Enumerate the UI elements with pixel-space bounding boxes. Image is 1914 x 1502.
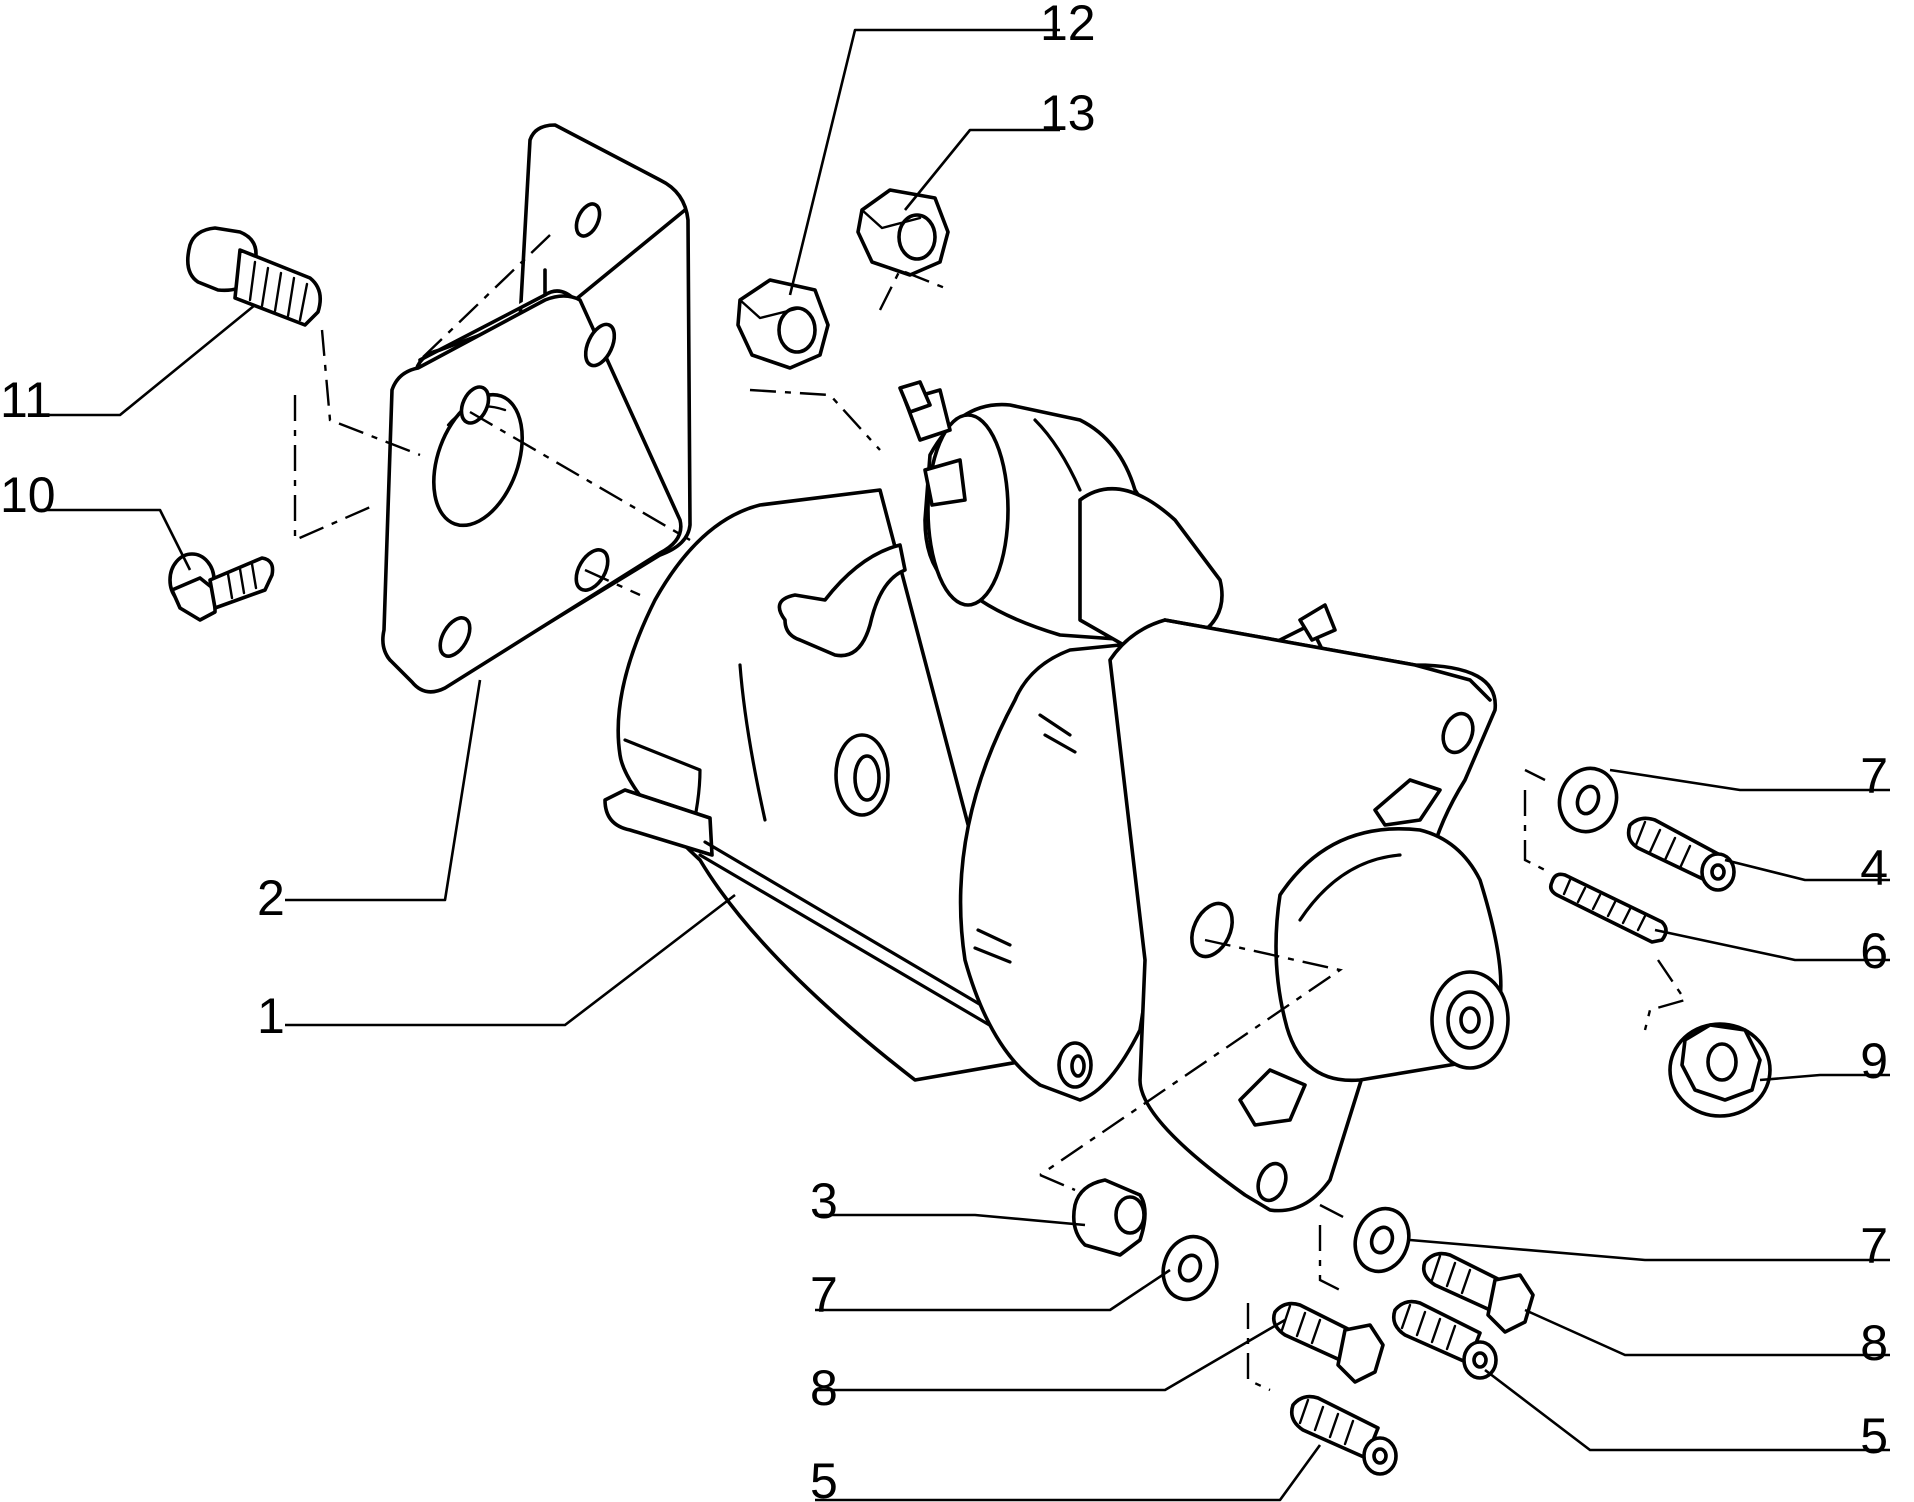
washer-7-upper [1557, 766, 1619, 834]
callout-10: 10 [0, 467, 56, 523]
callout-5-right: 5 [1860, 1408, 1888, 1464]
mounting-bracket [381, 123, 692, 694]
callout-6: 6 [1860, 923, 1888, 979]
callout-2: 2 [257, 870, 285, 926]
callout-4: 4 [1860, 840, 1888, 896]
callout-5-bottom: 5 [810, 1453, 838, 1502]
alignment-lines [293, 234, 1687, 1392]
hex-bolt-8-right [1421, 1251, 1535, 1334]
callout-7-upper: 7 [1860, 748, 1888, 804]
callout-7-right: 7 [1860, 1218, 1888, 1274]
stud-6 [1549, 872, 1668, 944]
washer-7-right [1353, 1206, 1411, 1274]
bolt-with-washer-10 [168, 552, 275, 622]
flange-bolt-11 [186, 226, 322, 327]
hex-nut-12 [736, 278, 830, 370]
callout-13: 13 [1040, 85, 1096, 141]
callout-8-left: 8 [810, 1360, 838, 1416]
callout-1: 1 [257, 988, 285, 1044]
hex-bolt-8-left [1271, 1301, 1385, 1384]
socket-bolt-5-right [1391, 1299, 1498, 1380]
starter-motor-body [603, 488, 1032, 1082]
front-flange [1108, 618, 1510, 1213]
callout-11: 11 [0, 372, 52, 428]
bushing-3 [1071, 1178, 1147, 1257]
socket-bolt-4 [1626, 816, 1736, 892]
callout-9: 9 [1860, 1033, 1888, 1089]
callout-3: 3 [810, 1173, 838, 1229]
washer-7-left [1161, 1234, 1219, 1302]
callout-8-right: 8 [1860, 1315, 1888, 1371]
callout-12: 12 [1040, 0, 1096, 51]
callout-7-left: 7 [810, 1267, 838, 1323]
leader-lines [40, 28, 1890, 1502]
flange-nut-9 [1668, 1022, 1772, 1118]
socket-bolt-5-bottom [1289, 1394, 1398, 1476]
hex-nut-13 [856, 188, 950, 277]
